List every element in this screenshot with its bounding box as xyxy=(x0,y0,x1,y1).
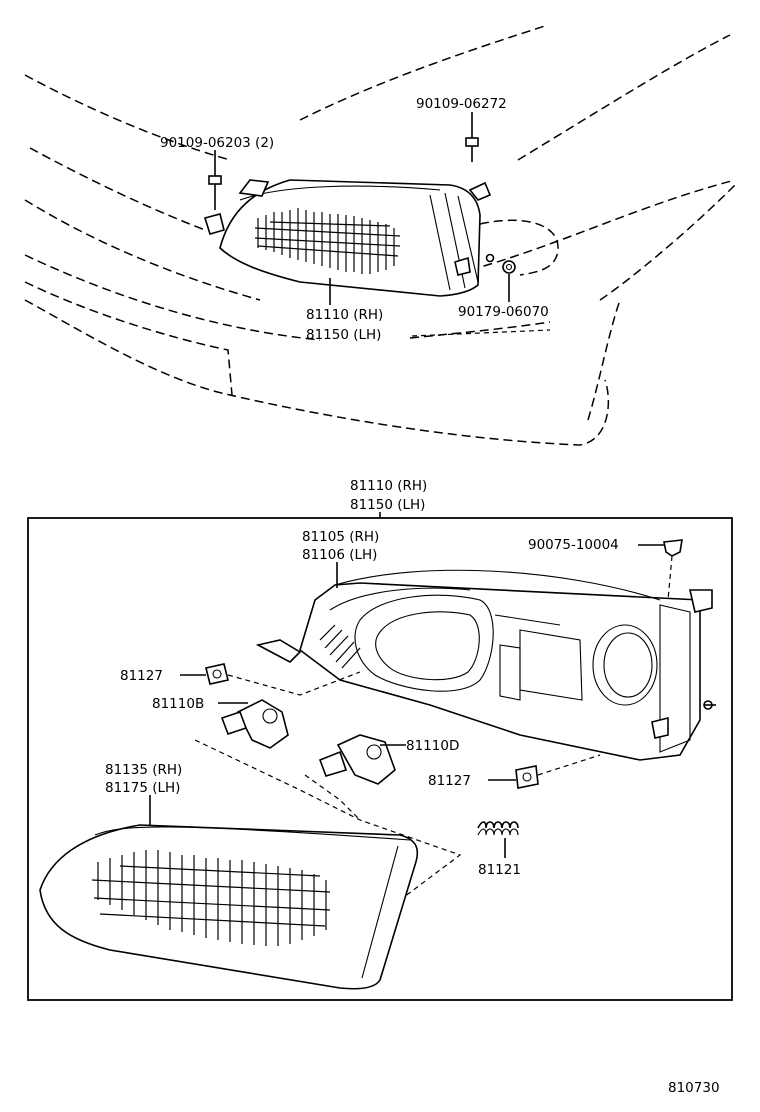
lens-grid-top xyxy=(254,208,401,274)
callout-81105-rh: 81105 (RH) xyxy=(302,529,379,545)
callout-81106-lh: 81106 (LH) xyxy=(302,547,377,563)
socket-icon xyxy=(205,663,229,685)
callout-90109-06272: 90109-06272 xyxy=(416,96,507,112)
callout-81135-rh: 81135 (RH) xyxy=(105,762,182,778)
headlamp-lens xyxy=(39,824,419,990)
headlamp-housing xyxy=(255,569,716,761)
clip-icon xyxy=(663,539,683,557)
detail-title-rh: 81110 (RH) xyxy=(350,478,427,494)
detail-frame xyxy=(27,517,733,1001)
callout-81110d: 81110D xyxy=(406,738,459,754)
callout-90179-06070: 90179-06070 xyxy=(458,304,549,320)
callout-90075-10004: 90075-10004 xyxy=(528,537,619,553)
diagram-id: 810730 xyxy=(668,1080,720,1096)
callout-81121: 81121 xyxy=(478,862,521,878)
bolt-icon xyxy=(208,175,222,210)
bulb-81110b-icon xyxy=(220,699,289,749)
lens-grid-detail xyxy=(91,850,331,946)
detail-title-lh: 81150 (LH) xyxy=(350,497,425,513)
callout-81175-lh: 81175 (LH) xyxy=(105,780,180,796)
bolt-icon xyxy=(465,137,479,162)
car-body-outline xyxy=(24,24,736,446)
spring-icon xyxy=(477,821,519,836)
socket-icon xyxy=(515,765,539,789)
callout-81127-right: 81127 xyxy=(428,773,471,789)
bulb-81110d-icon xyxy=(318,734,396,785)
callout-81110-rh-top: 81110 (RH) xyxy=(306,307,383,323)
callout-81150-lh-top: 81150 (LH) xyxy=(306,327,381,343)
callout-81110b: 81110B xyxy=(152,696,204,712)
reflector-ribs xyxy=(319,624,361,669)
callout-81127-left: 81127 xyxy=(120,668,163,684)
callout-90109-06203: 90109-06203 (2) xyxy=(160,135,274,151)
nut-icon xyxy=(502,260,516,274)
headlamp-assembly-top xyxy=(203,112,551,337)
